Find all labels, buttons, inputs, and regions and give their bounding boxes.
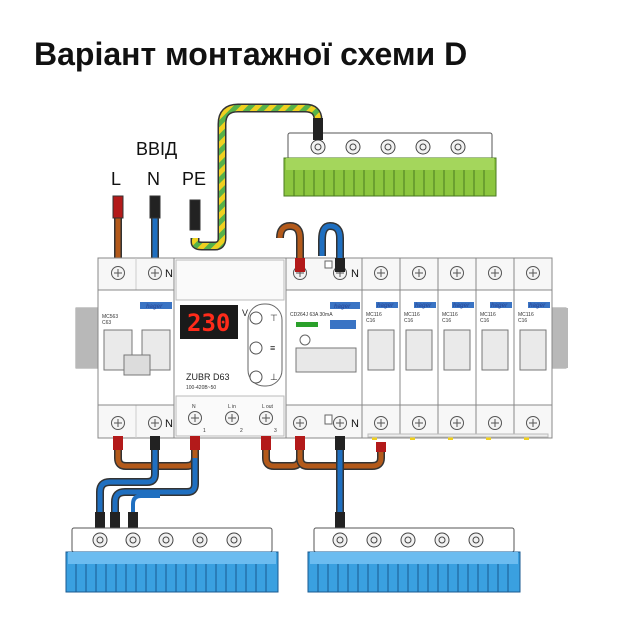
branch-5-rating: C16 <box>518 318 527 324</box>
neutral-bus-left <box>65 527 279 593</box>
branch-4-brand: hager <box>491 303 508 309</box>
comb-busbar <box>367 433 549 438</box>
relay-button-menu[interactable] <box>249 341 263 355</box>
branch-4-rating: C16 <box>480 318 489 324</box>
branch-breaker-2: hager MC116 C16 <box>399 257 439 440</box>
relay-term-l-in: L in <box>228 404 236 410</box>
branch-5-toggle[interactable] <box>519 329 547 371</box>
branch-1-brand: hager <box>377 303 394 309</box>
branch-breaker-3: hager MC116 C16 <box>437 257 477 440</box>
n-label: N <box>147 169 160 189</box>
branch-1-model: MC116 <box>366 312 382 318</box>
main-breaker-model: MC563 <box>102 314 118 320</box>
relay-display <box>180 305 238 339</box>
branch-2-model: MC116 <box>404 312 420 318</box>
relay-term-n: N <box>192 404 196 410</box>
rcd-test-button[interactable] <box>330 320 356 329</box>
main-breaker-rating: C63 <box>102 320 111 326</box>
rcd-toggle[interactable] <box>295 347 357 373</box>
branch-breaker-1: hager MC116 C16 <box>361 257 401 440</box>
input-label: ВВІД <box>136 139 177 159</box>
neutral-wires <box>95 436 345 532</box>
branch-3-toggle[interactable] <box>443 329 471 371</box>
relay-num-2: 2 <box>240 428 243 434</box>
branch-5-brand: hager <box>529 303 546 309</box>
branch-5-model: MC116 <box>518 312 534 318</box>
l-label: L <box>111 169 121 189</box>
rcd-n-bottom: N <box>351 418 359 430</box>
rcd: N N hager CD264J 63A 30mA <box>285 257 363 439</box>
branch-breaker-4: hager MC116 C16 <box>475 257 515 440</box>
main-breaker: N N hager MC563 C63 <box>97 257 175 439</box>
relay-model: ZUBR D63 <box>186 372 230 382</box>
main-breaker-brand: hager <box>146 304 163 310</box>
relay-term-l-out: L out <box>262 404 274 410</box>
branch-2-toggle[interactable] <box>405 329 433 371</box>
voltage-relay: 230 V ⊤ ≡ ⊥ ZUBR D63 100-420В~50 N L in … <box>173 257 287 439</box>
input-wires <box>112 118 323 262</box>
down-icon: ⊥ <box>270 372 278 382</box>
relay-num-3: 3 <box>274 428 277 434</box>
rcd-model: CD264J 63A 30mA <box>290 312 333 318</box>
diagram-title: Варіант монтажної схеми D <box>34 36 468 72</box>
branch-2-brand: hager <box>415 303 432 309</box>
branch-3-model: MC116 <box>442 312 458 318</box>
up-icon: ⊤ <box>270 313 278 323</box>
relay-button-down[interactable] <box>249 370 263 384</box>
relay-button-panel <box>247 303 283 387</box>
branch-breaker-5: hager MC116 C16 <box>513 257 553 440</box>
branch-1-rating: C16 <box>366 318 375 324</box>
branch-3-brand: hager <box>453 303 470 309</box>
branch-2-rating: C16 <box>404 318 413 324</box>
branch-1-toggle[interactable] <box>367 329 395 371</box>
pe-label: PE <box>182 169 206 189</box>
neutral-bus-right <box>307 527 521 593</box>
relay-spec: 100-420В~50 <box>186 385 216 391</box>
main-breaker-toggle[interactable] <box>123 354 151 376</box>
main-breaker-n-bottom: N <box>165 418 173 430</box>
main-breaker-n-top: N <box>165 268 173 280</box>
relay-unit: V <box>242 308 248 318</box>
menu-icon: ≡ <box>270 343 275 353</box>
pe-wire <box>192 105 321 249</box>
branch-3-rating: C16 <box>442 318 451 324</box>
branch-4-model: MC116 <box>480 312 496 318</box>
pe-bus-bar <box>283 132 497 197</box>
branch-4-toggle[interactable] <box>481 329 509 371</box>
relay-display-value: 230 <box>187 309 230 337</box>
rcd-n-top: N <box>351 268 359 280</box>
rcd-brand: hager <box>334 304 351 310</box>
relay-num-1: 1 <box>203 428 206 434</box>
relay-button-up[interactable] <box>249 311 263 325</box>
